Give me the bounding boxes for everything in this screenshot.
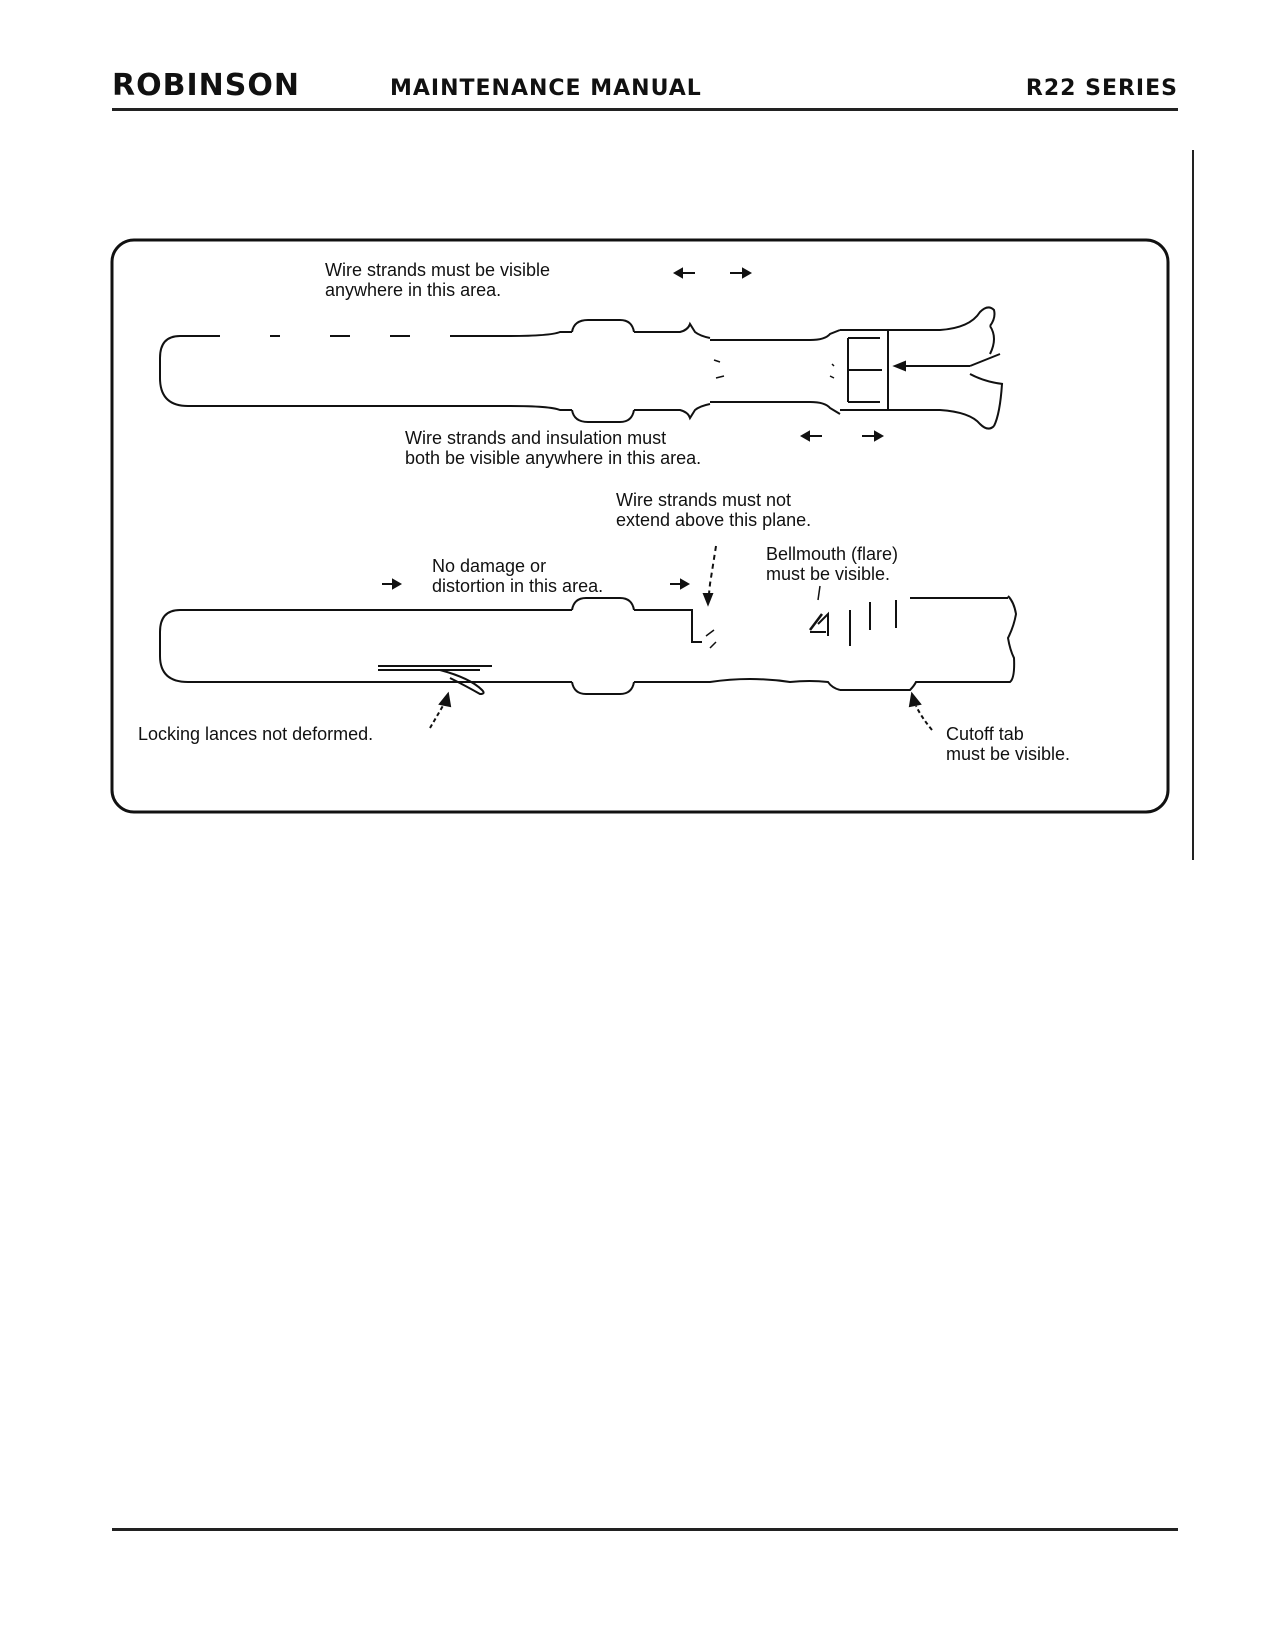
label-cutoff-tab: Cutoff tab must be visible.	[946, 724, 1071, 764]
figure-frame	[110, 238, 1170, 814]
top-terminal-drawing	[159, 267, 1004, 442]
plane-leader	[707, 545, 717, 605]
bottom-terminal-drawing	[159, 545, 1018, 731]
revision-bar	[1192, 150, 1194, 860]
crimp-inspection-figure: Wire strands must be visible anywhere in…	[110, 238, 1170, 823]
bellmouth-leader	[817, 585, 821, 601]
page-header: ROBINSON MAINTENANCE MANUAL R22 SERIES	[112, 62, 1178, 111]
brand-name: ROBINSON	[112, 68, 300, 103]
label-no-damage: No damage or distortion in this area.	[432, 556, 604, 596]
crimp-diagram	[110, 238, 1170, 814]
cutoff-leader	[915, 705, 933, 731]
manual-title: MAINTENANCE MANUAL	[390, 76, 702, 101]
footer-rule	[112, 1528, 1178, 1531]
series-label: R22 SERIES	[1025, 76, 1178, 101]
label-strands-insulation: Wire strands and insulation must both be…	[405, 428, 702, 468]
label-bellmouth: Bellmouth (flare) must be visible.	[766, 544, 899, 584]
label-locking-lances: Locking lances not deformed.	[138, 724, 374, 744]
label-not-extend: Wire strands must not extend above this …	[616, 490, 812, 530]
label-strands-visible: Wire strands must be visible anywhere in…	[325, 260, 551, 300]
lance-leader	[429, 703, 445, 729]
